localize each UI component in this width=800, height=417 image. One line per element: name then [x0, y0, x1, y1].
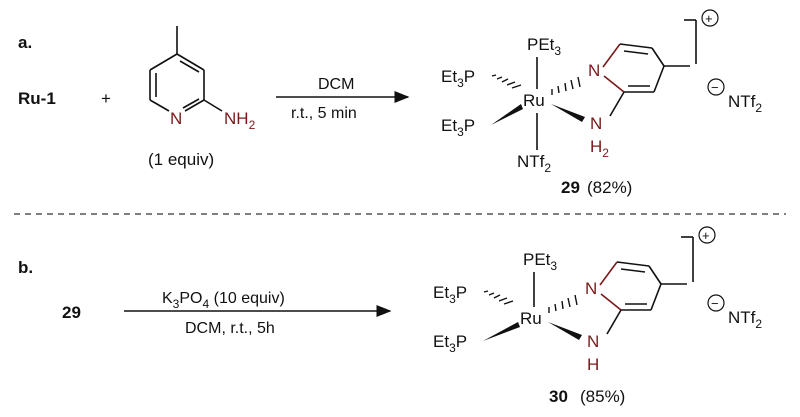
- conditions-a-top: DCM: [318, 76, 354, 93]
- scheme-b: b. 29 K3PO4 (10 equiv) DCM, r.t., 5h PEt…: [18, 226, 762, 406]
- scheme-a-label: a.: [18, 33, 32, 52]
- charge-plus-a: +: [705, 11, 713, 26]
- scheme-b-label: b.: [18, 258, 33, 277]
- plus-sign: +: [101, 89, 111, 108]
- ntf2-bottom: NTf2: [517, 152, 551, 175]
- product-29-structure: PEt3 Et3P Et3P Ru NTf2: [441, 9, 762, 197]
- charge-plus-b: +: [702, 228, 710, 243]
- ru-center: Ru: [523, 91, 545, 110]
- reactant-ru1: Ru-1: [18, 89, 56, 108]
- conditions-a-bottom: r.t., 5 min: [291, 105, 357, 122]
- counterion-a: NTf2: [728, 92, 762, 115]
- product29-ring-n: N: [588, 61, 600, 80]
- charge-minus-a: −: [711, 80, 719, 95]
- product-30-number: 30: [549, 387, 568, 406]
- amine-equiv: (1 equiv): [148, 150, 214, 169]
- product29-amine-n: N: [590, 114, 602, 133]
- amine-nh2: NH2: [224, 109, 256, 132]
- product-30-yield: (85%): [580, 387, 625, 406]
- et3p-upper-b: Et3P: [433, 283, 467, 306]
- product-29-number: 29: [561, 178, 580, 197]
- et3p-lower: Et3P: [441, 116, 475, 139]
- et3p-upper: Et3P: [441, 67, 475, 90]
- product29-h2: H2: [590, 137, 609, 160]
- product-30-structure: PEt3 Et3P Et3P Ru N N H: [433, 226, 762, 406]
- reactant-29: 29: [62, 303, 81, 322]
- ru-center-b: Ru: [520, 309, 542, 328]
- product30-h: H: [587, 355, 599, 374]
- product-29-yield: (82%): [587, 178, 632, 197]
- pyridine-n: N: [170, 109, 182, 128]
- counterion-b: NTf2: [728, 308, 762, 331]
- aminopyridine-structure: N NH2 (1 equiv): [148, 26, 256, 169]
- conditions-b-top: K3PO4 (10 equiv): [162, 290, 285, 311]
- pet3-top-b: PEt3: [523, 250, 557, 273]
- charge-minus-b: −: [711, 296, 719, 311]
- et3p-lower-b: Et3P: [433, 332, 467, 355]
- product30-amine-n: N: [587, 332, 599, 351]
- product30-ring-n: N: [585, 279, 597, 298]
- scheme-a: a. Ru-1 + N NH2 (1 equiv) DCM r.t., 5 mi…: [18, 9, 762, 197]
- conditions-b-bottom: DCM, r.t., 5h: [185, 320, 275, 337]
- pet3-top: PEt3: [527, 35, 561, 58]
